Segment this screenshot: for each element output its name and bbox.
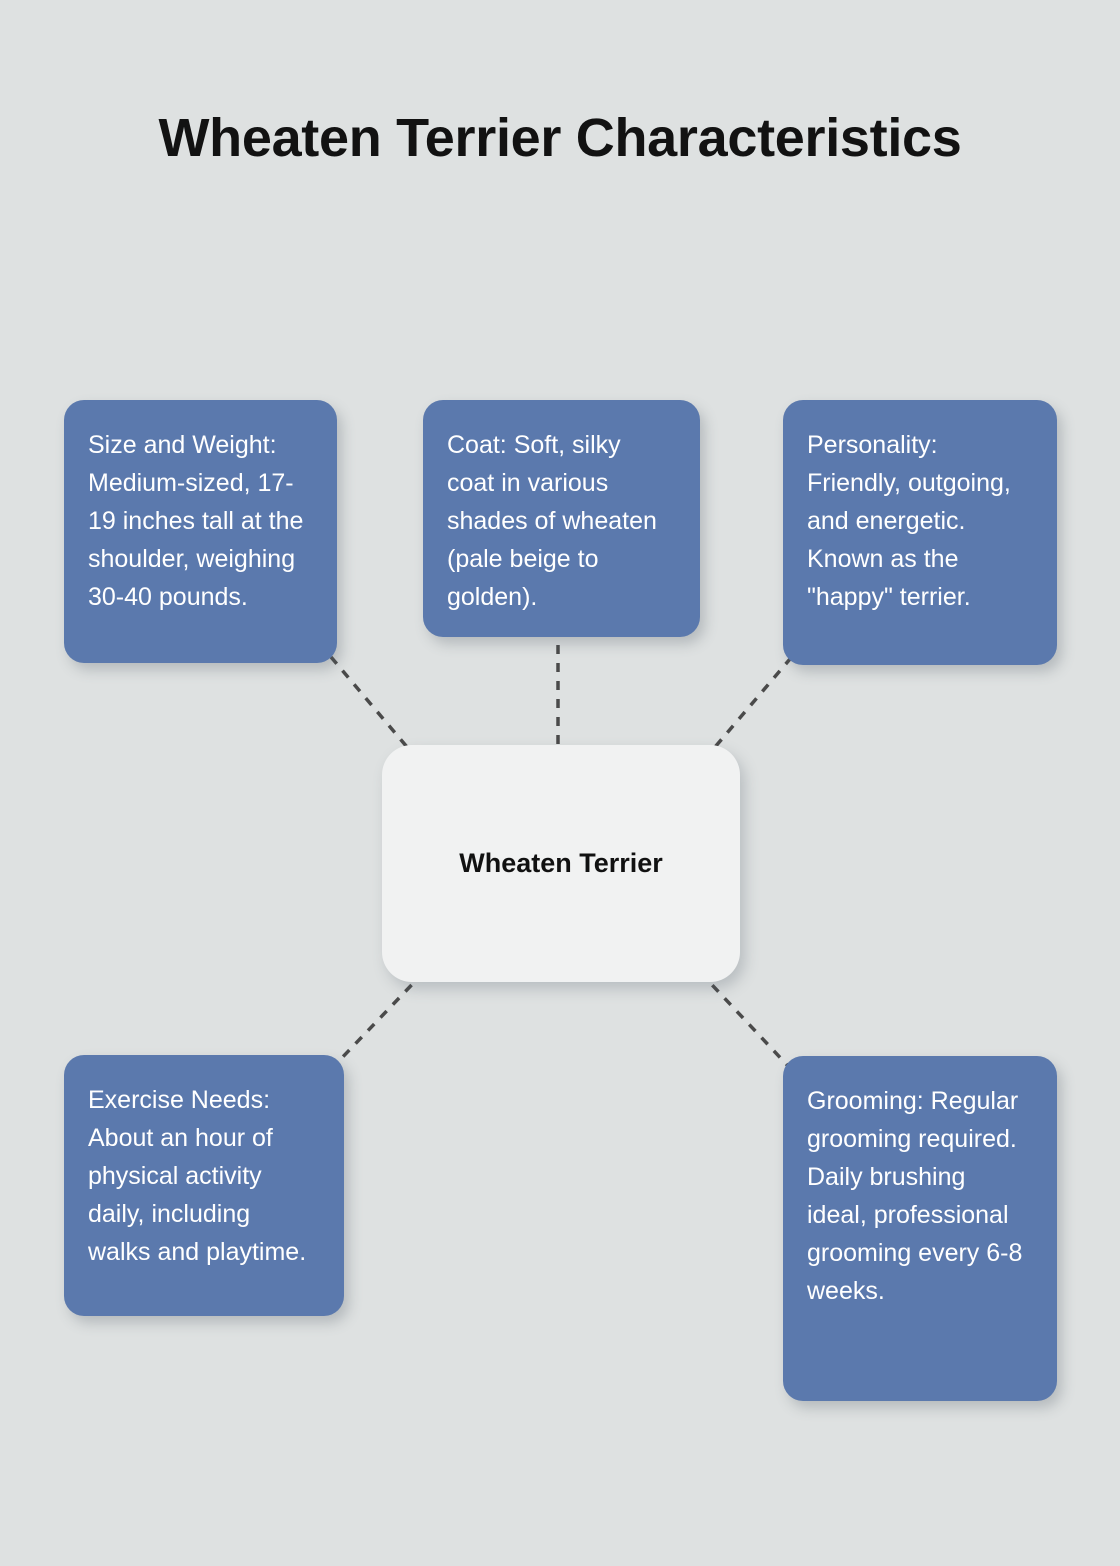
- node-personality[interactable]: Personality: Friendly, outgoing, and ene…: [783, 400, 1057, 665]
- node-coat-label: Coat: Soft, silky coat in various shades…: [447, 431, 657, 611]
- node-size-and-weight-label: Size and Weight: Medium-sized, 17-19 inc…: [88, 431, 304, 611]
- node-grooming[interactable]: Grooming: Regular grooming required. Dai…: [783, 1056, 1057, 1401]
- connector-center-to-personality: [702, 657, 792, 762]
- node-coat[interactable]: Coat: Soft, silky coat in various shades…: [423, 400, 700, 637]
- node-personality-label: Personality: Friendly, outgoing, and ene…: [807, 431, 1011, 611]
- node-exercise-needs[interactable]: Exercise Needs: About an hour of physica…: [64, 1055, 344, 1316]
- connector-center-to-exercise-needs: [334, 970, 426, 1066]
- page-title: Wheaten Terrier Characteristics: [158, 108, 962, 168]
- node-center-wheaten-terrier[interactable]: Wheaten Terrier: [382, 745, 740, 982]
- node-exercise-needs-label: Exercise Needs: About an hour of physica…: [88, 1086, 307, 1266]
- node-size-and-weight[interactable]: Size and Weight: Medium-sized, 17-19 inc…: [64, 400, 337, 663]
- connector-center-to-size-and-weight: [329, 655, 420, 762]
- node-grooming-label: Grooming: Regular grooming required. Dai…: [807, 1087, 1023, 1305]
- connector-center-to-grooming: [698, 970, 791, 1069]
- center-node-label: Wheaten Terrier: [459, 848, 663, 878]
